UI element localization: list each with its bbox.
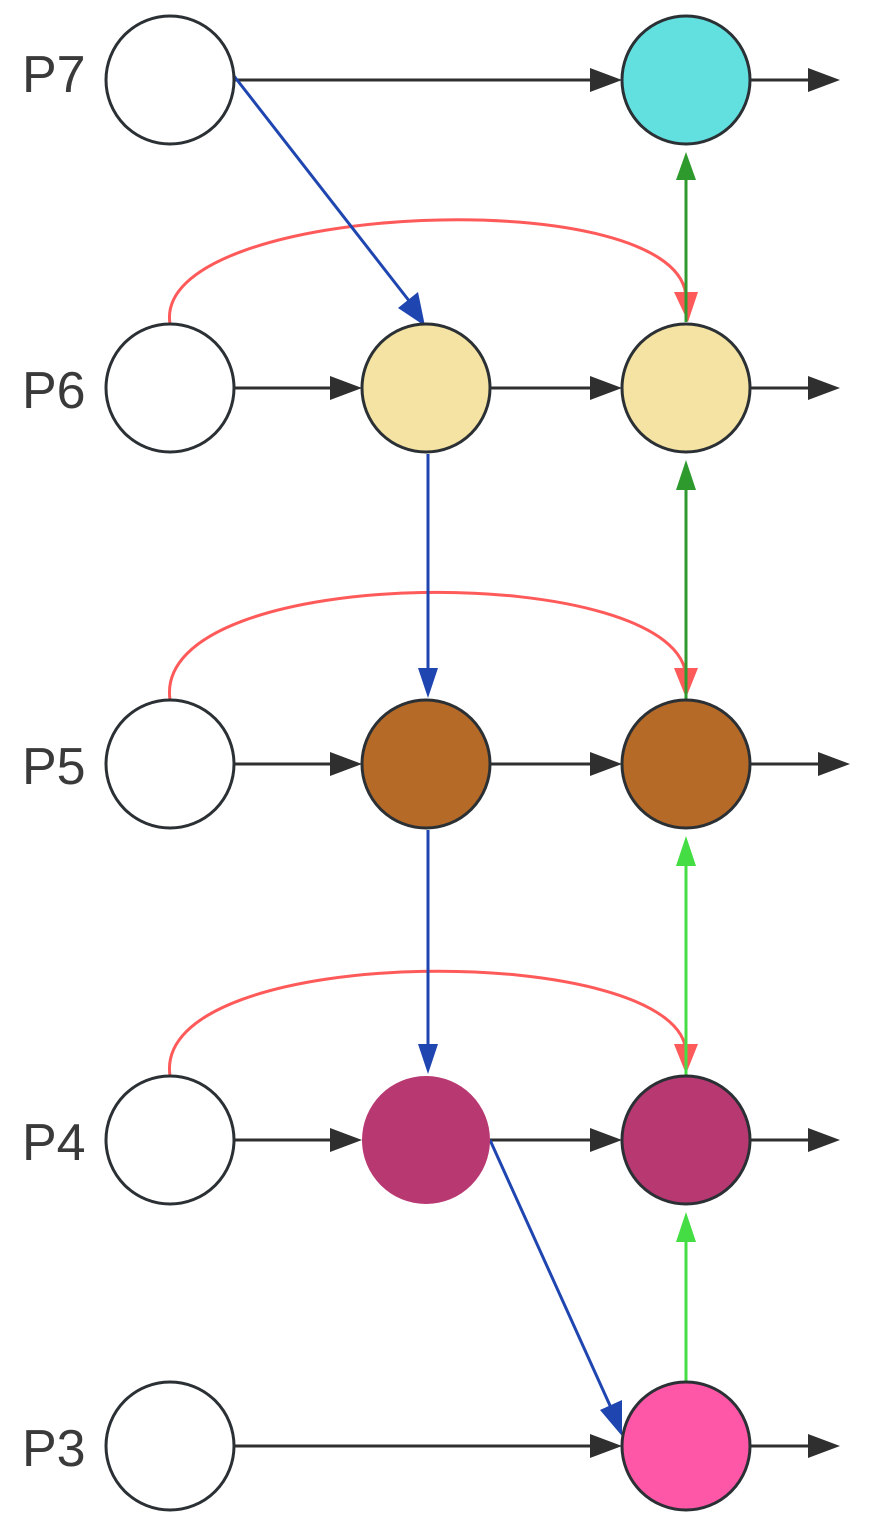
- intermediate-nodes: [360, 322, 492, 1204]
- bottom-up-arrowhead-p4-p5: [676, 836, 696, 866]
- bottom-up-arrowhead-p3-p4: [676, 1212, 696, 1242]
- output-node-p3: [620, 1380, 752, 1512]
- top-down-arrowhead-p7-p6: [398, 292, 425, 326]
- output-node-p6: [620, 322, 752, 454]
- skip-arrow-p4: [168, 969, 688, 1077]
- lateral-arrowhead-p4-out: [808, 1128, 840, 1152]
- input-node-p7: [104, 14, 236, 146]
- input-node-p4: [104, 1074, 236, 1206]
- lateral-arrowhead-p5-mid: [590, 752, 622, 776]
- skip-connections: [168, 218, 688, 1077]
- top-down-arrow-p7-p6: [232, 75, 412, 303]
- lateral-arrowhead-p7-out: [808, 68, 840, 92]
- level-label-p4: P4: [22, 1114, 86, 1172]
- top-down-arrowhead-p6-p5: [418, 668, 438, 698]
- lateral-arrowhead-p4-in: [330, 1128, 362, 1152]
- output-node-p4: [620, 1074, 752, 1206]
- lateral-arrowhead-p6-mid: [590, 376, 622, 400]
- output-nodes: [620, 14, 752, 1512]
- bottom-up-arrowhead-p5-p6: [676, 460, 696, 490]
- bottom-up-connections: [676, 152, 696, 1382]
- level-label-p5: P5: [22, 738, 86, 796]
- bottom-up-arrowhead-p6-p7: [676, 152, 696, 180]
- lateral-arrowhead-p6-out: [808, 376, 840, 400]
- level-label-p6: P6: [22, 362, 86, 420]
- top-down-arrow-p4-p3: [488, 1139, 614, 1411]
- top-down-arrowhead-p4-p3: [600, 1400, 622, 1436]
- output-node-p5: [620, 698, 752, 830]
- lateral-arrowhead-p4-mid: [590, 1128, 622, 1152]
- lateral-arrowhead-p6-in: [330, 376, 362, 400]
- level-label-p3: P3: [22, 1420, 86, 1478]
- input-node-p3: [104, 1380, 236, 1512]
- lateral-arrowhead-p3-out: [808, 1434, 840, 1458]
- top-down-arrowhead-p5-p4: [418, 1044, 438, 1074]
- skip-arrow-p6: [168, 218, 688, 325]
- lateral-arrowhead-p3-in: [590, 1434, 622, 1458]
- lateral-arrowhead-p5-in: [330, 752, 362, 776]
- lateral-arrowhead-p5-out: [818, 752, 850, 776]
- lateral-arrowhead-p7-in: [590, 68, 622, 92]
- input-node-p6: [104, 322, 236, 454]
- intermediate-node-p5: [360, 698, 492, 830]
- input-nodes: [104, 14, 236, 1512]
- lateral-connections: [234, 68, 850, 1458]
- intermediate-node-p4: [362, 1076, 490, 1204]
- intermediate-node-p6: [360, 322, 492, 454]
- output-node-p7: [620, 14, 752, 146]
- skip-arrow-p5: [168, 590, 688, 701]
- top-down-connections: [232, 75, 622, 1436]
- level-label-p7: P7: [22, 46, 86, 104]
- input-node-p5: [104, 698, 236, 830]
